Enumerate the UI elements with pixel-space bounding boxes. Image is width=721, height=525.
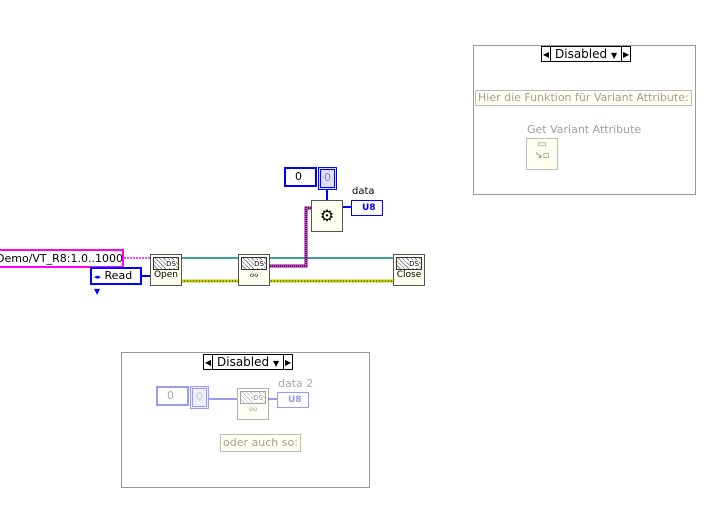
numeric-control[interactable]: 0 bbox=[284, 167, 317, 187]
gear-convert-icon: ⚙ bbox=[319, 206, 335, 225]
close-node[interactable]: DS Close bbox=[393, 254, 425, 286]
data-indicator[interactable]: U8 bbox=[351, 200, 383, 216]
enum-arrows-icon: ◂▸ bbox=[94, 273, 102, 281]
numeric-indicator[interactable]: 0 bbox=[318, 167, 337, 190]
disabled-structure-top[interactable] bbox=[473, 45, 696, 195]
case-selector-top[interactable]: ◀ Disabled ▼ ▶ bbox=[541, 46, 632, 62]
ds-icon: DS bbox=[240, 391, 266, 404]
enum-value: Read bbox=[104, 269, 133, 282]
chevron-down-icon: ▼ bbox=[94, 287, 101, 296]
comment-bottom: oder auch so: bbox=[220, 434, 301, 452]
variant-attribute-icon: ▭↘▫ bbox=[534, 139, 550, 161]
data-2-indicator[interactable]: U8 bbox=[277, 392, 309, 408]
data-label: data bbox=[352, 186, 375, 197]
numeric-indicator-2[interactable]: 0 bbox=[190, 386, 209, 409]
close-label: Close bbox=[396, 270, 422, 280]
increment-arrow-icon[interactable]: ▶ bbox=[285, 357, 292, 367]
ds-icon: DS bbox=[153, 257, 179, 270]
glasses-icon: ℴℴ bbox=[248, 404, 258, 414]
path-constant[interactable]: Demo/VT_R8:1.0..1000.0 bbox=[0, 249, 124, 268]
get-variant-attribute-node[interactable]: ▭↘▫ bbox=[526, 138, 558, 170]
open-node[interactable]: DS Open bbox=[150, 254, 182, 286]
numeric-control-2[interactable]: 0 bbox=[156, 386, 189, 406]
ds-icon: DS bbox=[396, 257, 422, 270]
open-label: Open bbox=[153, 270, 179, 280]
decrement-arrow-icon[interactable]: ◀ bbox=[204, 357, 212, 367]
selector-label: Disabled bbox=[555, 47, 608, 61]
ds-icon: DS bbox=[241, 257, 267, 270]
selector-label: Disabled bbox=[217, 355, 270, 369]
read-node[interactable]: DS ℴℴ bbox=[238, 254, 270, 286]
comment-top: Hier die Funktion für Variant Attribute: bbox=[475, 90, 692, 106]
read-node-2[interactable]: DS ℴℴ bbox=[237, 388, 269, 420]
disabled-structure-bottom[interactable] bbox=[121, 352, 370, 488]
case-selector-bottom[interactable]: ◀ Disabled ▼ ▶ bbox=[203, 354, 294, 370]
chevron-down-icon: ▼ bbox=[272, 359, 280, 368]
chevron-down-icon: ▼ bbox=[610, 51, 618, 60]
variant-to-data-node[interactable]: ⚙ bbox=[311, 200, 343, 232]
mode-enum[interactable]: ◂▸ Read ▼ bbox=[90, 267, 142, 296]
data-2-label: data 2 bbox=[278, 377, 314, 390]
increment-arrow-icon[interactable]: ▶ bbox=[623, 49, 630, 59]
decrement-arrow-icon[interactable]: ◀ bbox=[542, 49, 550, 59]
function-label: Get Variant Attribute bbox=[527, 123, 642, 136]
glasses-icon: ℴℴ bbox=[249, 270, 259, 280]
